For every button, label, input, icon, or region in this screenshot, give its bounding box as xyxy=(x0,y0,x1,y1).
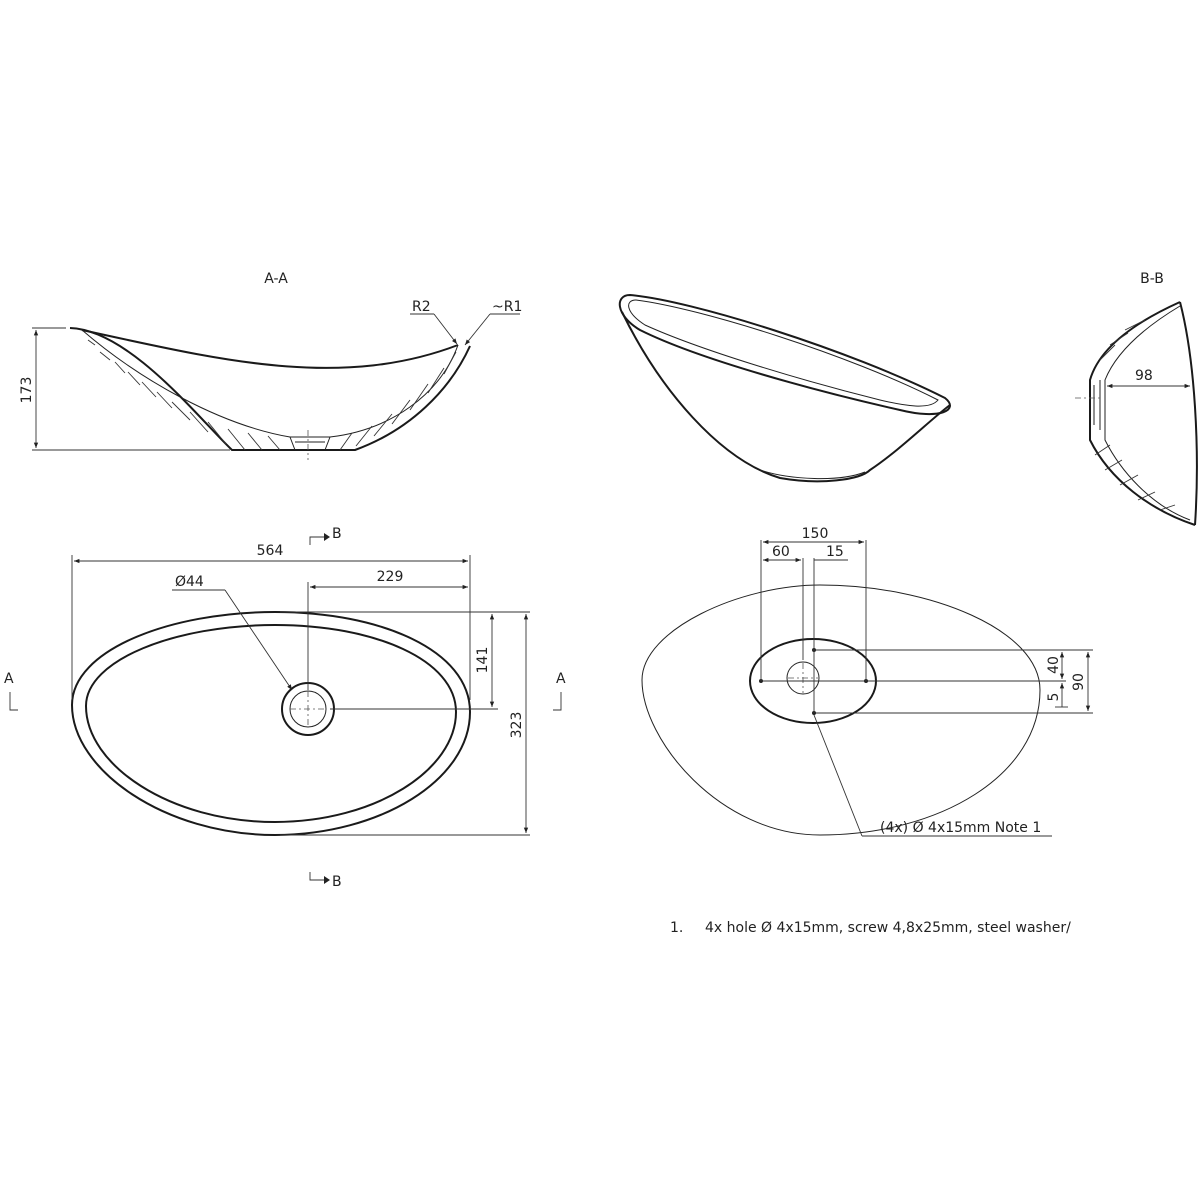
height-dimension: 173 xyxy=(19,377,35,404)
hole-callout: (4x) Ø 4x15mm Note 1 xyxy=(880,820,1041,836)
radius-r1-label: ~R1 xyxy=(492,299,522,315)
total-dimension: 90 xyxy=(1071,673,1087,691)
drain-diameter-label: Ø44 xyxy=(175,574,204,590)
svg-text:B: B xyxy=(332,526,342,542)
length-dimension: 564 xyxy=(257,543,284,559)
lower-dimension: 5 xyxy=(1046,693,1062,702)
bottom-view: 150 60 15 40 5 90 (4x) Ø 4x15mm Note 1 xyxy=(641,526,1093,837)
span-dimension: 150 xyxy=(802,526,829,542)
drain-offset-dimension: 229 xyxy=(377,569,404,585)
top-view: 564 229 Ø44 141 323 A A B xyxy=(4,526,566,890)
svg-text:B: B xyxy=(332,874,342,890)
upper-dimension: 40 xyxy=(1046,656,1062,674)
svg-text:A: A xyxy=(4,671,14,687)
section-hatching xyxy=(87,339,457,451)
width-dimension: 323 xyxy=(509,712,525,739)
svg-text:A: A xyxy=(556,671,566,687)
section-b-b-view: B-B 98 xyxy=(1075,271,1198,526)
isometric-view xyxy=(618,293,951,483)
notes: 1. 4x hole Ø 4x15mm, screw 4,8x25mm, ste… xyxy=(670,920,1071,936)
drain-y-dimension: 141 xyxy=(475,647,491,674)
note-text: 4x hole Ø 4x15mm, screw 4,8x25mm, steel … xyxy=(705,920,1071,936)
radius-r2-label: R2 xyxy=(412,299,431,315)
section-marker-a-left: A xyxy=(4,671,18,711)
section-marker-a-right: A xyxy=(553,671,566,711)
section-marker-b-top: B xyxy=(309,526,342,545)
left-dimension: 60 xyxy=(772,544,790,560)
offset-dimension: 15 xyxy=(826,544,844,560)
section-a-a-label: A-A xyxy=(264,271,288,287)
note-number: 1. xyxy=(670,920,683,936)
section-b-b-label: B-B xyxy=(1140,271,1164,287)
section-a-a-view: A-A 173 R2 ~R1 xyxy=(19,271,522,460)
depth-dimension: 98 xyxy=(1135,368,1153,384)
section-marker-b-bottom: B xyxy=(309,872,342,890)
